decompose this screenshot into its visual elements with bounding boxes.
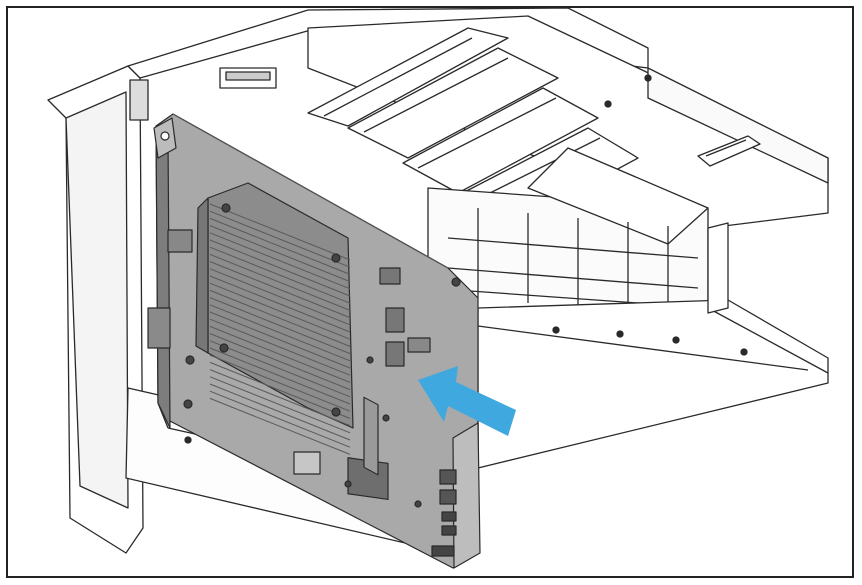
heatsink-fin	[209, 289, 351, 347]
heatsink-fin	[209, 217, 351, 275]
hdmi-port	[431, 545, 455, 557]
component	[407, 337, 431, 353]
heatsink-fin	[209, 333, 351, 391]
rj45-port	[439, 489, 457, 505]
mainboard-icon	[147, 113, 481, 569]
drive-bay-slot	[307, 27, 509, 127]
heatsink-fin	[209, 376, 351, 434]
heatsink-fin	[209, 297, 351, 355]
component	[385, 341, 405, 367]
heatsink-fin	[209, 203, 351, 261]
chassis-side-bracket	[647, 67, 829, 184]
heatsink-fin	[209, 340, 351, 398]
heatsink-fin	[209, 246, 351, 304]
drive-bay-slot	[402, 87, 599, 194]
component	[379, 267, 401, 285]
chassis-front-inner	[65, 91, 129, 509]
heatsink-fin	[209, 225, 351, 283]
mainboard-edge	[155, 125, 171, 429]
component	[147, 307, 171, 349]
chassis-inner-wall	[527, 147, 709, 245]
heatsink-fin	[209, 253, 351, 311]
rj45-port	[439, 469, 457, 485]
heatsink-fin	[209, 210, 351, 268]
chassis-floor	[477, 299, 829, 469]
heatsink-fin	[209, 369, 351, 427]
usb-port	[441, 525, 457, 536]
io-bracket	[452, 422, 481, 569]
memory-slot	[363, 396, 379, 476]
heatsink-fin	[209, 304, 351, 362]
heatsink-fin	[209, 232, 351, 290]
heatsink-fin	[209, 390, 351, 448]
heatsink-fin	[209, 275, 351, 333]
component	[293, 451, 321, 475]
drive-bay-slot	[347, 47, 559, 159]
heatsink-fin	[209, 325, 351, 383]
insert-arrow-icon	[418, 366, 516, 436]
figure-frame	[6, 6, 854, 578]
component	[385, 307, 405, 333]
heatsink-fin	[209, 383, 351, 441]
heatsink-fin	[209, 361, 351, 419]
heatsink-fin	[209, 397, 351, 455]
heatsink-fin	[209, 261, 351, 319]
heatsink-icon	[195, 182, 354, 455]
component	[167, 229, 193, 253]
heatsink-fin	[209, 354, 351, 412]
heatsink-fin	[209, 268, 351, 326]
chassis-handle-slot	[697, 135, 761, 167]
chassis-right-rail	[707, 222, 729, 314]
illustration-canvas	[47, 8, 829, 569]
heatsink-fin	[209, 239, 351, 297]
usb-port	[441, 511, 457, 522]
heatsink-fin	[209, 347, 351, 405]
chassis-connector	[129, 79, 149, 121]
heatsink-fin	[209, 282, 351, 340]
heatsink-fin	[209, 318, 351, 376]
heatsink-fin	[209, 311, 351, 369]
